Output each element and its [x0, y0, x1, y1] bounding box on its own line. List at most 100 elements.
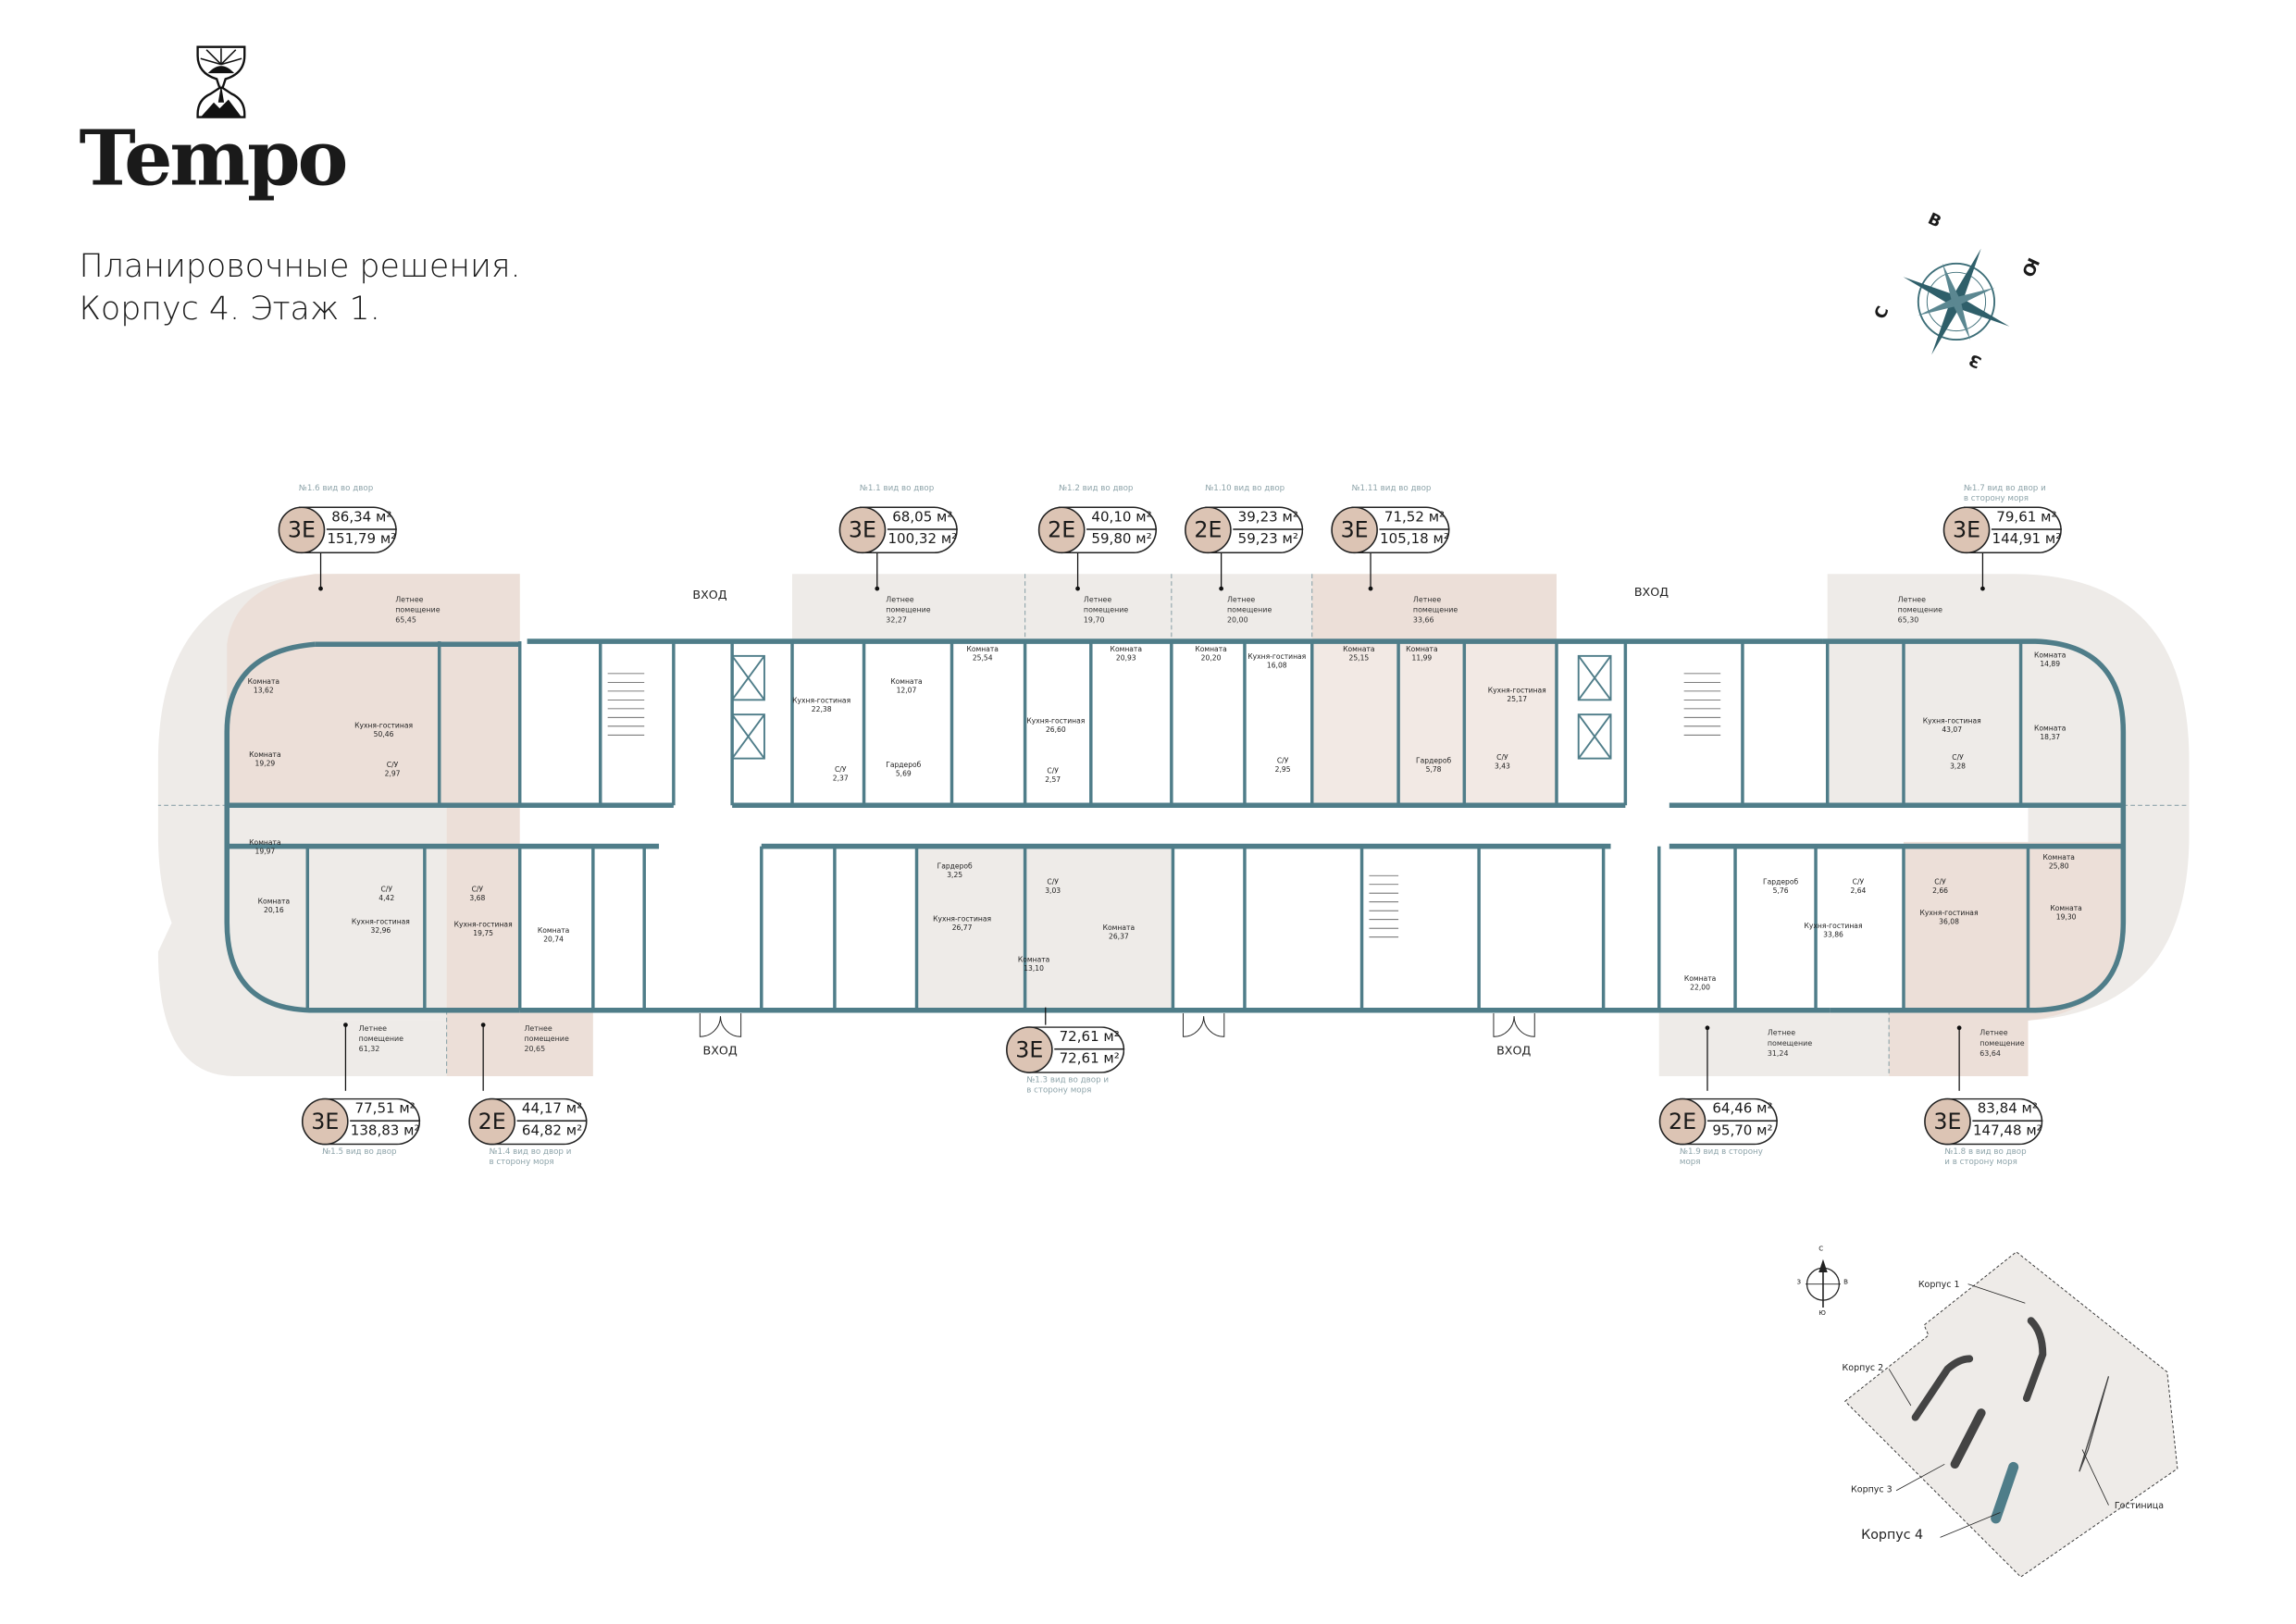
summer-room-name: Летнее помещение [1412, 595, 1458, 615]
room-name: С/У [380, 886, 392, 895]
summer-room-area: 32,27 [886, 616, 907, 626]
living-area: 79,61 м² [1991, 508, 2062, 530]
site-label-building-4: Корпус 4 [1861, 1528, 1924, 1543]
room-name: С/У [1276, 758, 1289, 766]
site-compass-east: В [1843, 1279, 1849, 1287]
room-area: 3,28 [1950, 763, 1966, 772]
apartment-type: 3E [301, 1097, 349, 1146]
total-area: 64,82 м² [521, 1122, 583, 1140]
room-area: 19,97 [254, 849, 276, 857]
room-name: С/У [471, 886, 484, 895]
apartment-type: 3E [838, 506, 887, 554]
site-compass-south: Ю [1818, 1310, 1826, 1319]
living-area: 64,46 м² [1706, 1099, 1778, 1122]
entrance-label: ВХОД [1496, 1044, 1532, 1058]
apartment-type: 2E [468, 1097, 515, 1146]
apartment-type: 2E [1185, 506, 1232, 554]
room-area: 32,96 [370, 928, 391, 936]
entrance-label: ВХОД [1633, 585, 1669, 600]
summer-room-name: Летнее помещение [395, 595, 441, 615]
room-area: 25,80 [2048, 863, 2069, 872]
room-name: Комната [2033, 725, 2066, 734]
summer-room-area: 61,32 [358, 1045, 380, 1055]
room-area: 16,08 [1266, 663, 1287, 671]
room-area: 26,77 [951, 925, 973, 933]
room-name: Кухня-гостиная [1804, 924, 1863, 932]
site-label-hotel: Гостиница [2114, 1500, 2165, 1511]
room-area: 2,37 [832, 775, 849, 784]
room-name: Гардероб [886, 762, 922, 771]
summer-room-area: 65,45 [395, 616, 416, 626]
room-name: Комната [1017, 957, 1050, 965]
room-name: Комната [890, 679, 923, 688]
room-area: 50,46 [373, 732, 394, 740]
living-area: 77,51 м² [350, 1099, 421, 1122]
site-plan-map [1805, 1251, 2178, 1578]
room-name: Гардероб [1415, 758, 1452, 766]
room-area: 2,95 [1274, 767, 1291, 775]
room-name: С/У [1934, 879, 1946, 887]
room-area: 2,66 [1932, 888, 1949, 897]
apartment-caption: №1.11 вид во двор [1351, 484, 1432, 494]
apartment-caption: №1.7 вид во двор и в сторону моря [1963, 484, 2046, 504]
summer-room-name: Летнее помещение [524, 1024, 569, 1045]
page-subtitle: Корпус 4. Этаж 1. [79, 291, 380, 329]
room-name: Комната [1343, 647, 1375, 655]
apartment-caption: №1.3 вид во двор и в сторону моря [1026, 1075, 1110, 1096]
room-area: 5,78 [1425, 767, 1442, 775]
room-name: Комната [1110, 647, 1143, 655]
room-name: Кухня-гостиная [1026, 718, 1086, 726]
apartment-caption: №1.2 вид во двор [1059, 484, 1134, 494]
room-name: Кухня-гостиная [351, 919, 410, 927]
summer-room-name: Летнее помещение [1226, 595, 1272, 615]
room-name: Кухня-гостиная [792, 698, 851, 706]
apartment-caption: №1.8 в вид во двор и в сторону моря [1944, 1147, 2027, 1168]
room-area: 25,15 [1348, 655, 1370, 663]
site-label-building-1: Корпус 1 [1917, 1279, 1960, 1291]
room-area: 5,69 [895, 771, 912, 779]
room-area: 5,76 [1772, 888, 1789, 897]
page-title: Планировочные решения. [79, 248, 521, 286]
room-area: 2,57 [1045, 777, 1061, 786]
room-name: Кухня-гостиная [354, 723, 414, 731]
room-area: 43,07 [1942, 727, 1963, 736]
summer-room-area: 20,00 [1226, 616, 1248, 626]
room-area: 22,38 [811, 707, 832, 715]
apartment-caption: №1.6 вид во двор [298, 484, 374, 494]
room-name: С/У [1047, 768, 1059, 776]
room-name: Комната [1406, 647, 1438, 655]
room-name: Комната [257, 899, 291, 907]
